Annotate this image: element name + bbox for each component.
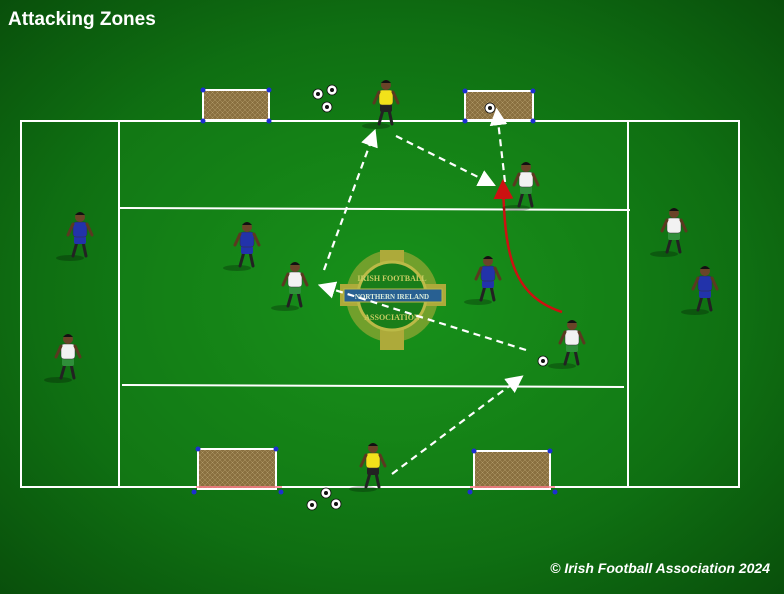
white-team-player [271,262,309,311]
pass-arrow [391,375,524,475]
diagram-title: Attacking Zones [8,9,156,30]
blue-team-player [56,212,94,261]
pass-arrow [322,128,378,271]
white-team-player [44,334,82,383]
goal-bottom-left [191,446,284,495]
pass-arrows [317,107,527,475]
blue-team-player [223,222,261,271]
neutral-yellow-player [362,80,400,129]
ifa-crest-logo: IRISH FOOTBALL NORTHERN IRELAND ASSOCIAT… [340,250,446,350]
goal-top-left [200,87,272,124]
white-team-player [502,162,540,211]
logo-band-text: NORTHERN IRELAND [355,293,429,301]
ball [484,102,496,114]
players [44,80,719,492]
blue-team-player [464,256,502,305]
white-team-player [548,320,586,369]
neutral-yellow-player [349,443,387,492]
copyright-notice: © Irish Football Association 2024 [550,560,770,576]
ball [537,355,549,367]
logo-bottom-text: ASSOCIATION [364,313,420,322]
blue-team-player [681,266,719,315]
white-team-player [650,208,688,257]
goal-top-right [462,88,536,124]
logo-top-text: IRISH FOOTBALL [357,274,426,283]
top-channel-line [119,207,631,211]
player-run-arrow [493,179,563,314]
pass-arrow [395,135,496,186]
bottom-channel-line [121,384,625,388]
goal-bottom-right [467,448,558,495]
